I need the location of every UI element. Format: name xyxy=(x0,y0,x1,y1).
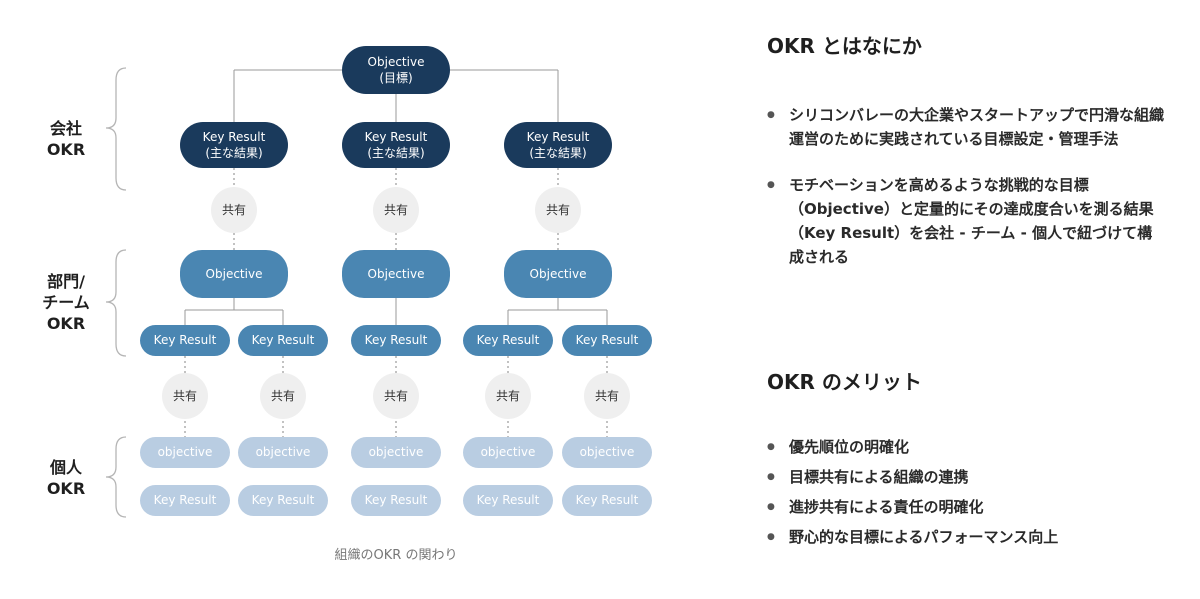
about-title: OKR とはなにか xyxy=(767,34,922,58)
share-badge: 共有 xyxy=(260,373,306,419)
node-label: Key Result xyxy=(526,129,590,144)
company-key-result: Key Result (主な結果) xyxy=(180,122,288,168)
individual-key-result: Key Result xyxy=(238,485,328,516)
department-key-result: Key Result xyxy=(562,325,652,356)
department-brace xyxy=(105,249,127,357)
company-key-result: Key Result (主な結果) xyxy=(504,122,612,168)
node-sublabel: (主な結果) xyxy=(367,146,425,160)
about-bullet: シリコンバレーの大企業やスタートアップで円滑な組織運営のために実践されている目標… xyxy=(767,103,1167,151)
individual-key-result: Key Result xyxy=(463,485,553,516)
node-sublabel: (目標) xyxy=(379,71,413,85)
share-badge: 共有 xyxy=(584,373,630,419)
diagram-caption: 組織のOKR の関わり xyxy=(334,548,458,563)
level-label-individual: 個人 OKR xyxy=(36,458,96,500)
merit-bullet: 目標共有による組織の連携 xyxy=(767,465,1167,489)
level-label-line: OKR xyxy=(46,139,86,159)
individual-key-result: Key Result xyxy=(140,485,230,516)
share-badge: 共有 xyxy=(373,373,419,419)
share-badge: 共有 xyxy=(373,187,419,233)
level-label-company: 会社 OKR xyxy=(36,119,96,161)
department-objective: Objective xyxy=(180,250,288,298)
department-key-result: Key Result xyxy=(463,325,553,356)
department-tree-lines xyxy=(184,298,608,325)
level-label-line: チーム xyxy=(42,292,90,312)
node-label: Key Result xyxy=(202,129,266,144)
level-label-line: 会社 xyxy=(49,119,82,138)
about-bullet: モチベーションを高めるような挑戦的な目標（Objective）と定量的にその達成… xyxy=(767,173,1167,269)
level-braces xyxy=(105,67,127,518)
node-sublabel: (主な結果) xyxy=(529,146,587,160)
company-objective: Objective (目標) xyxy=(342,46,450,94)
about-section: OKR とはなにか シリコンバレーの大企業やスタートアップで円滑な組織運営のため… xyxy=(767,30,1167,269)
merit-bullet: 優先順位の明確化 xyxy=(767,435,1167,459)
node-sublabel: (主な結果) xyxy=(205,146,263,160)
individual-objective: objective xyxy=(351,437,441,468)
individual-objective: objective xyxy=(463,437,553,468)
share-badge: 共有 xyxy=(162,373,208,419)
level-label-line: OKR xyxy=(46,313,86,333)
merits-section: OKR のメリット 優先順位の明確化 目標共有による組織の連携 進捗共有による責… xyxy=(767,366,1167,549)
department-objective: Objective xyxy=(504,250,612,298)
level-label-line: 部門/ xyxy=(47,272,85,291)
individual-objective: objective xyxy=(562,437,652,468)
individual-key-result: Key Result xyxy=(351,485,441,516)
merit-bullet: 野心的な目標によるパフォーマンス向上 xyxy=(767,525,1167,549)
individual-objective: objective xyxy=(238,437,328,468)
share-badge: 共有 xyxy=(211,187,257,233)
node-label: Objective xyxy=(367,54,425,69)
merits-list: 優先順位の明確化 目標共有による組織の連携 進捗共有による責任の明確化 野心的な… xyxy=(767,435,1167,549)
individual-key-result: Key Result xyxy=(562,485,652,516)
company-key-result: Key Result (主な結果) xyxy=(342,122,450,168)
merits-title: OKR のメリット xyxy=(767,370,922,394)
share-badge: 共有 xyxy=(485,373,531,419)
department-key-result: Key Result xyxy=(140,325,230,356)
level-label-line: 個人 xyxy=(49,458,82,477)
about-list: シリコンバレーの大企業やスタートアップで円滑な組織運営のために実践されている目標… xyxy=(767,103,1167,269)
individual-objective: objective xyxy=(140,437,230,468)
company-brace xyxy=(105,67,127,191)
individual-brace xyxy=(105,436,127,518)
level-label-line: OKR xyxy=(46,478,86,498)
share-badge: 共有 xyxy=(535,187,581,233)
department-objective: Objective xyxy=(342,250,450,298)
merit-bullet: 進捗共有による責任の明確化 xyxy=(767,495,1167,519)
department-key-result: Key Result xyxy=(238,325,328,356)
level-label-department: 部門/ チーム OKR xyxy=(36,272,96,334)
node-label: Key Result xyxy=(364,129,428,144)
department-key-result: Key Result xyxy=(351,325,441,356)
